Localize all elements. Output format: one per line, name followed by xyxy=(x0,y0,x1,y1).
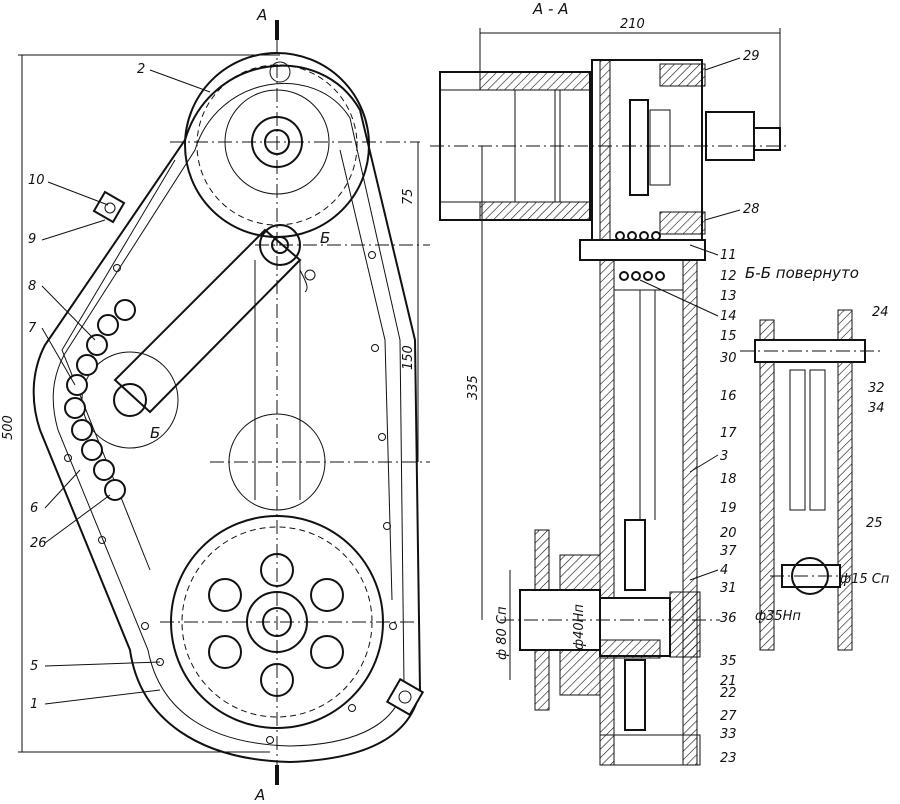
callout-35: 35 xyxy=(720,654,737,669)
spring-coils xyxy=(615,231,665,281)
section-bb-title: Б-Б повернуто xyxy=(745,264,859,282)
callout-24: 24 xyxy=(872,305,889,320)
grease-fitting-bottom xyxy=(385,677,425,717)
callout-12: 12 xyxy=(720,269,737,284)
callout-31: 31 xyxy=(720,581,737,596)
callout-9: 9 xyxy=(28,232,36,247)
section-title: А - А xyxy=(532,0,568,18)
callout-10: 10 xyxy=(28,173,45,188)
callout-18: 18 xyxy=(720,472,737,487)
dim-75: 75 xyxy=(401,188,416,205)
callout-32: 32 xyxy=(868,381,885,396)
callout-21: 21 xyxy=(720,674,737,689)
callout-14: 14 xyxy=(720,309,737,324)
callout-23: 23 xyxy=(720,751,737,766)
callout-8: 8 xyxy=(28,279,36,294)
svg-text:А: А xyxy=(256,6,267,24)
callout-36: 36 xyxy=(720,611,737,626)
dim-335: 335 xyxy=(466,375,481,400)
callout-6: 6 xyxy=(30,501,38,516)
section-b-b: Б-Б повернуто ф15 Сп ф35Нп xyxy=(740,264,890,651)
dim-dia-80: ф 80 Сп xyxy=(495,606,510,660)
dim-dia-40: ф40Нп xyxy=(572,604,587,650)
callout-37: 37 xyxy=(720,544,737,559)
callout-7: 7 xyxy=(28,321,37,336)
callout-26: 26 xyxy=(30,536,47,551)
front-view: А А Б Б xyxy=(32,6,430,804)
dim-150: 150 xyxy=(401,345,416,370)
callout-20: 20 xyxy=(720,526,737,541)
callout-29: 29 xyxy=(743,49,760,64)
detail-mark-b-2: Б xyxy=(150,424,160,442)
dim-dia-35: ф35Нп xyxy=(755,609,801,624)
callout-16: 16 xyxy=(720,389,737,404)
callout-15: 15 xyxy=(720,329,737,344)
callout-30: 30 xyxy=(720,351,737,366)
callout-11: 11 xyxy=(720,248,737,263)
section-cut-bottom: А xyxy=(254,765,279,804)
section-a-a: А - А 210 xyxy=(430,0,790,766)
section-cut-top: А xyxy=(256,6,279,40)
callout-labels: 1 2 3 4 5 6 7 8 9 10 11 12 13 14 15 16 1… xyxy=(28,49,889,766)
callout-19: 19 xyxy=(720,501,737,516)
callout-13: 13 xyxy=(720,289,737,304)
callout-1: 1 xyxy=(30,697,38,712)
callout-27: 27 xyxy=(720,709,737,724)
callout-4: 4 xyxy=(720,563,728,578)
svg-text:А: А xyxy=(254,786,265,804)
chain-run-right xyxy=(339,149,393,601)
callout-33: 33 xyxy=(720,727,737,742)
callout-3: 3 xyxy=(720,449,728,464)
dim-500: 500 xyxy=(1,415,16,440)
housing-inner-outline xyxy=(52,83,405,747)
front-dimensions: 500 75 150 xyxy=(1,54,419,753)
callout-28: 28 xyxy=(743,202,760,217)
callout-5: 5 xyxy=(30,659,38,674)
housing-bolts xyxy=(64,251,397,744)
callout-34: 34 xyxy=(868,401,885,416)
callout-17: 17 xyxy=(720,426,737,441)
dim-dia-15: ф15 Сп xyxy=(840,572,890,587)
chain-links xyxy=(64,299,136,501)
detail-mark-b: Б xyxy=(320,229,330,247)
grease-fitting-top xyxy=(92,190,126,224)
callout-22: 22 xyxy=(720,686,737,701)
callout-25: 25 xyxy=(866,516,883,531)
dim-210: 210 xyxy=(620,17,645,32)
callout-2: 2 xyxy=(137,62,145,77)
